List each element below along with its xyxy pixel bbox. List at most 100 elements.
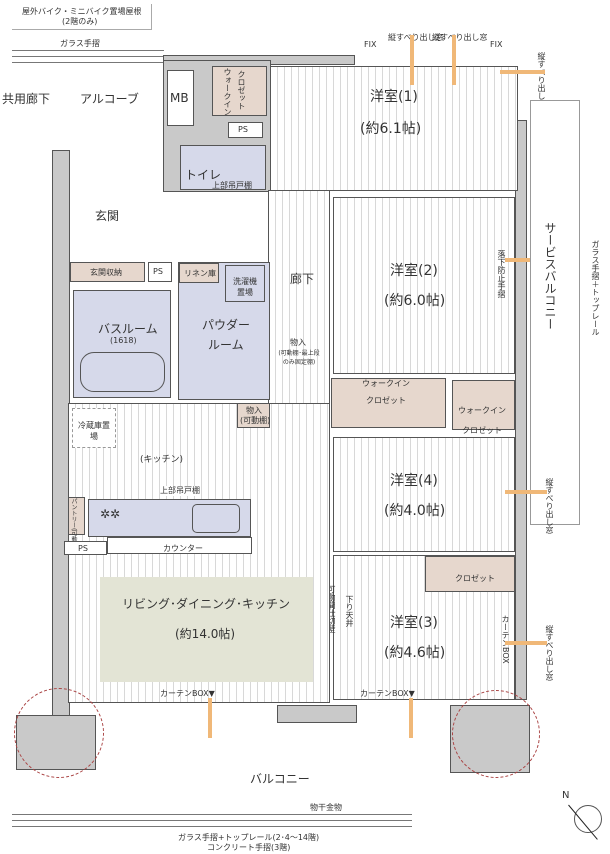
stove-icon: ✲✲ bbox=[100, 507, 121, 521]
room-2-size: (約6.0帖) bbox=[384, 293, 446, 309]
column-marker bbox=[452, 690, 540, 778]
room-2 bbox=[333, 197, 515, 374]
ps-box bbox=[148, 262, 172, 282]
fridge-label: 冷蔵庫置場 bbox=[78, 421, 110, 441]
ldk-highlight bbox=[100, 577, 313, 682]
closet-label: クロゼット bbox=[462, 426, 502, 435]
railing-top bbox=[12, 56, 164, 57]
airflow-arrow bbox=[208, 698, 212, 738]
closet-label: クロゼット bbox=[237, 70, 246, 110]
walk-in-closet-1 bbox=[212, 66, 267, 116]
common-corridor-label: 共用廊下 bbox=[2, 92, 51, 106]
dropped-ceiling-label: 下り天井 bbox=[345, 595, 354, 627]
wic-label: ウォークイン bbox=[362, 379, 410, 388]
airflow-arrow bbox=[409, 698, 413, 738]
ldk-name: リビング･ダイニング･キッチン bbox=[122, 597, 291, 611]
airflow-arrow bbox=[452, 35, 456, 85]
washer-label: 洗濯機置場 bbox=[233, 277, 257, 297]
railing-bottom bbox=[12, 820, 412, 821]
airflow-arrow bbox=[505, 258, 550, 262]
closet-3 bbox=[425, 556, 515, 592]
partition-label: 可動間仕切壁 bbox=[327, 585, 336, 633]
bike-roof-note bbox=[12, 4, 152, 30]
window-label: 縦すべり出し窓 bbox=[545, 625, 554, 681]
upper-cabinet-label: 上部吊戸棚 bbox=[160, 486, 200, 496]
entrance-storage-label: 玄関収納 bbox=[90, 268, 122, 277]
counter-label: カウンター bbox=[163, 544, 203, 553]
closet-label: クロゼット bbox=[366, 396, 406, 405]
room-4 bbox=[333, 437, 515, 552]
window-label: 縦すべり出し窓 bbox=[388, 33, 444, 42]
ps-label: PS bbox=[153, 267, 163, 276]
sink bbox=[192, 504, 240, 533]
bike-roof-sub: (2階のみ) bbox=[62, 17, 98, 26]
powder-label: パウダー bbox=[202, 318, 251, 332]
storage-1-label: 物入 bbox=[290, 338, 306, 347]
closet-label: クロゼット bbox=[455, 574, 495, 583]
fridge-space bbox=[72, 408, 116, 448]
curtain-box-label: カーテンBOX▼ bbox=[360, 689, 415, 698]
airflow-arrow bbox=[505, 490, 547, 494]
fix-label: FIX bbox=[364, 40, 377, 49]
room-1 bbox=[270, 66, 518, 191]
room-3-size: (約4.6帖) bbox=[384, 645, 446, 661]
curtain-box-label: カーテンBOX bbox=[501, 615, 510, 664]
hallway-label: 廊下 bbox=[290, 272, 315, 286]
wall-right bbox=[515, 120, 527, 700]
window-label: 縦すべり出し窓 bbox=[432, 33, 488, 42]
dryer-label: 物干金物 bbox=[310, 803, 342, 812]
ps-label: PS bbox=[78, 544, 88, 553]
service-balcony bbox=[530, 100, 580, 525]
compass-label: N bbox=[562, 790, 570, 801]
wall-bottom-mid bbox=[277, 705, 357, 723]
railing-top bbox=[12, 50, 164, 51]
bike-roof-label: 屋外バイク・ミニバイク置場屋根 bbox=[22, 7, 142, 16]
toilet-label: トイレ bbox=[185, 168, 222, 182]
pantry bbox=[68, 497, 85, 535]
walk-in-closet-3 bbox=[452, 380, 515, 430]
room-1-name: 洋室(1) bbox=[370, 89, 418, 105]
curtain-box-label: カーテンBOX▼ bbox=[160, 689, 215, 698]
bathroom-label: バスルーム bbox=[98, 322, 158, 336]
washer-space bbox=[225, 265, 265, 302]
room-1-size: (約6.1帖) bbox=[360, 121, 422, 137]
room-4-size: (約4.0帖) bbox=[384, 503, 446, 519]
entrance-storage bbox=[70, 262, 145, 282]
storage-2-label: 物入 bbox=[246, 406, 262, 415]
room-4-name: 洋室(4) bbox=[390, 473, 438, 489]
linen-storage bbox=[179, 263, 219, 283]
entrance-label: 玄関 bbox=[95, 209, 120, 223]
bath-size-label: (1618) bbox=[110, 336, 137, 345]
room-3-name: 洋室(3) bbox=[390, 615, 438, 631]
bottom-rail-label: ガラス手摺+トップレール(2･4～14階) bbox=[178, 833, 320, 842]
railing-bottom bbox=[12, 814, 412, 815]
ldk-size: (約14.0帖) bbox=[175, 627, 236, 641]
wic-label: ウォークイン bbox=[458, 406, 506, 415]
mb-label: MB bbox=[170, 91, 189, 105]
room-2-name: 洋室(2) bbox=[390, 263, 438, 279]
hallway bbox=[268, 190, 330, 405]
pantry-label: パントリー(可動棚) bbox=[70, 498, 77, 551]
bottom-rail-label-2: コンクリート手摺(3階) bbox=[207, 843, 291, 852]
fix-label: FIX bbox=[490, 40, 503, 49]
railing-bottom bbox=[12, 826, 412, 827]
wic-label: ウォークイン bbox=[223, 68, 232, 116]
ps-box bbox=[228, 122, 263, 138]
airflow-arrow bbox=[505, 641, 547, 645]
mb-box bbox=[167, 70, 194, 126]
storage-1-note: (可動棚･最上段のみ固定棚) bbox=[278, 350, 320, 366]
glass-rail-top-label: ガラス手摺 bbox=[60, 39, 100, 48]
window-label: 縦すべり出し窓 bbox=[545, 478, 554, 534]
service-balcony-label: サービスバルコニー bbox=[543, 222, 557, 330]
alcove-label: アルコーブ bbox=[80, 92, 139, 106]
toilet bbox=[180, 145, 266, 190]
column-marker bbox=[14, 688, 104, 778]
ps-label: PS bbox=[238, 125, 248, 134]
compass-icon bbox=[574, 805, 602, 833]
balcony-label: バルコニー bbox=[250, 772, 310, 786]
storage-2 bbox=[237, 403, 270, 428]
kitchen-label: (キッチン) bbox=[140, 455, 184, 465]
counter bbox=[107, 537, 252, 554]
airflow-arrow bbox=[500, 70, 545, 74]
glass-rail-right-label: ガラス手摺＋トップレール bbox=[591, 240, 600, 336]
